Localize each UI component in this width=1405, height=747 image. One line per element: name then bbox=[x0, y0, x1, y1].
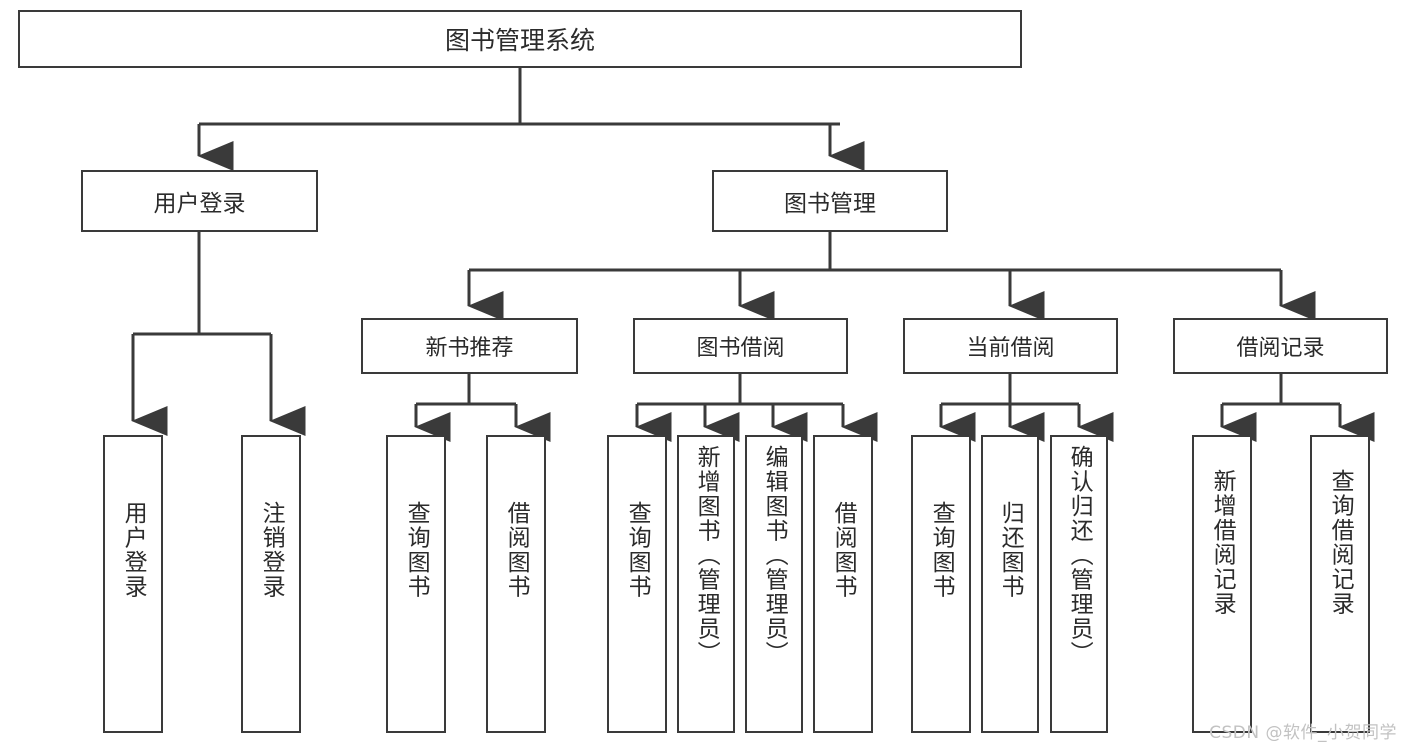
leaf-book-borrow-query-book[interactable]: 查询图书 bbox=[607, 435, 667, 733]
leaf-label: 归还图书 bbox=[997, 501, 1024, 599]
leaf-label: 查询图书 bbox=[403, 501, 430, 599]
node-label: 用户登录 bbox=[153, 191, 246, 217]
leaf-label: 查询借阅记录 bbox=[1327, 469, 1354, 616]
node-book-borrow[interactable]: 图书借阅 bbox=[633, 318, 848, 374]
leaf-label: 借阅图书 bbox=[830, 501, 857, 599]
node-label: 图书管理系统 bbox=[444, 26, 595, 55]
leaf-borrow-record-query-record[interactable]: 查询借阅记录 bbox=[1310, 435, 1370, 733]
node-root-system[interactable]: 图书管理系统 bbox=[18, 10, 1022, 68]
leaf-borrow-record-add-record[interactable]: 新增借阅记录 bbox=[1192, 435, 1252, 733]
node-label: 图书借阅 bbox=[696, 336, 785, 361]
node-label: 借阅记录 bbox=[1236, 336, 1325, 361]
watermark-text: CSDN @软件_小贺同学 bbox=[1209, 723, 1397, 743]
leaf-label: 查询图书 bbox=[624, 501, 651, 599]
leaf-current-borrow-query-book[interactable]: 查询图书 bbox=[911, 435, 971, 733]
node-label: 新书推荐 bbox=[425, 336, 514, 361]
leaf-book-borrow-borrow-book[interactable]: 借阅图书 bbox=[813, 435, 873, 733]
leaf-book-borrow-add-book-admin[interactable]: 新增图书（管理员） bbox=[677, 435, 735, 733]
node-borrow-record[interactable]: 借阅记录 bbox=[1173, 318, 1388, 374]
leaf-label: 查询图书 bbox=[928, 501, 955, 599]
leaf-current-borrow-return-book[interactable]: 归还图书 bbox=[981, 435, 1039, 733]
node-user-login[interactable]: 用户登录 bbox=[81, 170, 318, 232]
leaf-label: 用户登录 bbox=[120, 501, 147, 599]
node-new-book-recommend[interactable]: 新书推荐 bbox=[361, 318, 578, 374]
leaf-label: 注销登录 bbox=[258, 501, 285, 599]
leaf-label: 新增借阅记录 bbox=[1209, 469, 1236, 616]
node-book-management[interactable]: 图书管理 bbox=[712, 170, 948, 232]
leaf-new-book-borrow-book[interactable]: 借阅图书 bbox=[486, 435, 546, 733]
leaf-user-login-logout[interactable]: 注销登录 bbox=[241, 435, 301, 733]
node-label: 图书管理 bbox=[784, 191, 876, 217]
leaf-current-borrow-confirm-return-admin[interactable]: 确认归还（管理员） bbox=[1050, 435, 1108, 733]
leaf-label: 借阅图书 bbox=[503, 501, 530, 599]
node-label: 当前借阅 bbox=[966, 336, 1055, 361]
leaf-label: 编辑图书（管理员） bbox=[761, 445, 788, 666]
node-current-borrow[interactable]: 当前借阅 bbox=[903, 318, 1118, 374]
leaf-label: 新增图书（管理员） bbox=[693, 445, 720, 666]
leaf-new-book-query-book[interactable]: 查询图书 bbox=[386, 435, 446, 733]
leaf-user-login-login[interactable]: 用户登录 bbox=[103, 435, 163, 733]
leaf-label: 确认归还（管理员） bbox=[1066, 445, 1093, 666]
leaf-book-borrow-edit-book-admin[interactable]: 编辑图书（管理员） bbox=[745, 435, 803, 733]
